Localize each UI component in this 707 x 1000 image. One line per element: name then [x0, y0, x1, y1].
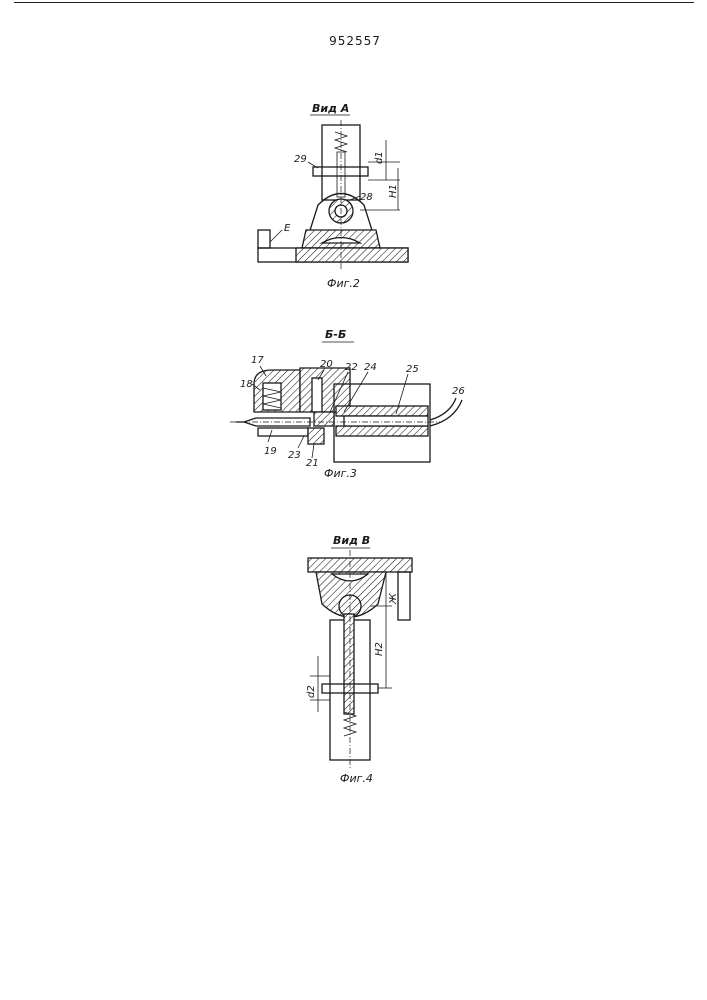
- figure-4: Вид В d2 H2: [306, 534, 412, 785]
- fig3-label-18: 18: [240, 379, 253, 390]
- fig3-block-21: [308, 428, 324, 444]
- fig3-cable-26: [430, 400, 462, 426]
- fig3-label-22: 22: [345, 362, 358, 373]
- fig3-caption: Фиг.3: [324, 467, 357, 480]
- figure-3: Б-Б: [230, 328, 465, 480]
- fig4-top-plate: [308, 558, 412, 572]
- fig3-label-21: 21: [306, 458, 319, 469]
- fig3-label-20: 20: [320, 359, 333, 370]
- fig2-label-29: 29: [294, 154, 307, 165]
- fig4-label-h2: H2: [374, 642, 385, 656]
- fig2-stop-e: [258, 230, 270, 248]
- fig3-label-26: 26: [452, 386, 465, 397]
- fig2-leader-e: [270, 230, 282, 242]
- fig3-leader-23: [298, 436, 304, 448]
- fig2-label-d1: d1: [374, 151, 385, 164]
- fig3-cylinder-wall-top: [336, 406, 428, 416]
- fig2-label-28: 28: [360, 192, 373, 203]
- fig3-piston-25: [344, 416, 428, 426]
- fig2-label-e: Е: [284, 223, 291, 234]
- fig2-title: Вид А: [312, 102, 349, 115]
- fig2-label-h1: H1: [388, 184, 399, 198]
- fig2-caption: Фиг.2: [327, 277, 360, 290]
- fig4-caption: Фиг.4: [340, 772, 373, 785]
- fig3-title: Б-Б: [325, 328, 346, 341]
- fig3-cylinder-wall-bottom: [336, 426, 428, 436]
- fig3-label-19: 19: [264, 446, 277, 457]
- figure-2: Вид А: [258, 102, 408, 290]
- fig3-channel: [312, 378, 322, 412]
- fig3-label-23: 23: [288, 450, 301, 461]
- fig3-label-25: 25: [406, 364, 419, 375]
- fig4-title: Вид В: [333, 534, 370, 547]
- fig3-leader-21: [312, 444, 314, 458]
- fig4-label-d2: d2: [306, 685, 317, 698]
- fig3-block-22: [314, 412, 334, 426]
- fig4-side-stop: [398, 572, 410, 620]
- fig3-lever-23: [258, 428, 308, 436]
- fig4-label-zh: Ж: [388, 592, 399, 605]
- fig4-rod: [344, 614, 354, 714]
- fig3-label-24: 24: [364, 362, 377, 373]
- fig3-label-17: 17: [251, 355, 264, 366]
- fig2-base-hatched: [296, 248, 408, 262]
- fig3-cable-26: [430, 398, 456, 420]
